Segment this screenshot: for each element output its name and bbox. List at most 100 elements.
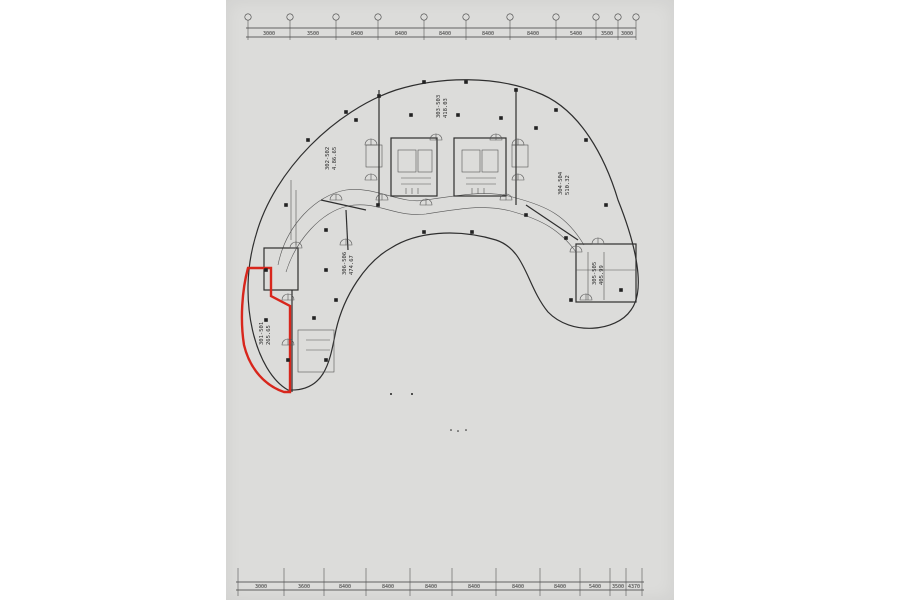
door-swing-icon	[339, 238, 353, 246]
door-swing-icon	[429, 133, 443, 141]
building-outline	[247, 79, 639, 391]
top-dimension-label: 3500	[601, 31, 613, 37]
top-dimension-label: 8400	[482, 31, 494, 37]
column-icon	[377, 94, 381, 98]
door-swing-icon	[419, 198, 433, 206]
room-labels: 302-502 4.86.65 303-503 418.03 304-504 5…	[259, 95, 605, 345]
column-icon	[554, 108, 558, 112]
column-icon	[564, 236, 568, 240]
column-icon	[376, 203, 380, 207]
column-icon	[569, 298, 573, 302]
grid-bubble-icon	[506, 13, 514, 21]
column-icon	[344, 110, 348, 114]
top-dimension-label: 8400	[439, 31, 451, 37]
room-304-504-id: 304-504	[558, 171, 564, 195]
column-icon	[409, 113, 413, 117]
top-dimension-label: 5400	[570, 31, 582, 37]
column-icon	[524, 213, 528, 217]
room-302-502-area: 4.86.65	[332, 147, 338, 170]
bottom-dimension-label: 5400	[589, 584, 601, 590]
partition-walls	[263, 88, 637, 392]
column-icon	[306, 138, 310, 142]
room-306-506-id: 306-506	[342, 252, 348, 275]
column-icon	[464, 80, 468, 84]
floor-plan-drawing: 3000 3500 8400 8400 8400 8400 8400 5400 3500 3000…	[236, 13, 644, 596]
column-icon	[619, 288, 623, 292]
door-swings	[281, 133, 605, 346]
room-303-503-id: 303-503	[436, 95, 442, 118]
elevator-stair-core	[365, 137, 529, 197]
column-icon	[499, 116, 503, 120]
grid-bubble-icon	[374, 13, 382, 21]
column-icon	[284, 203, 288, 207]
bottom-dimension-label: 8400	[425, 584, 437, 590]
column-icon	[324, 358, 328, 362]
bottom-dimension-label: 3600	[298, 584, 310, 590]
door-swing-icon	[281, 338, 295, 346]
bottom-dimension-label: 3000	[255, 584, 267, 590]
stair-icon	[405, 188, 485, 194]
door-swing-icon	[499, 193, 513, 201]
column-icon	[470, 230, 474, 234]
column-icon	[534, 126, 538, 130]
column-icon	[604, 203, 608, 207]
column-icon	[324, 268, 328, 272]
room-305-505-area: 405.99	[599, 265, 605, 285]
door-swing-icon	[281, 293, 295, 301]
column-icon	[422, 230, 426, 234]
structural-columns	[264, 80, 623, 362]
column-icon	[456, 113, 460, 117]
bottom-dimension-label: 3500	[612, 584, 624, 590]
top-dimension-label: 8400	[395, 31, 407, 37]
floor-plan-sheet: 3000 3500 8400 8400 8400 8400 8400 5400 3500 3000…	[226, 0, 674, 600]
room-301-501-area: 265.65	[266, 325, 272, 345]
bottom-dimension-label: 4370	[628, 584, 640, 590]
door-swing-icon	[511, 138, 525, 146]
grid-bubble-icon	[592, 13, 600, 21]
door-swing-icon	[364, 138, 378, 146]
grid-bubble-icon	[462, 13, 470, 21]
grid-bubble-icon	[244, 13, 252, 21]
grid-bubble-icon	[332, 13, 340, 21]
door-swing-icon	[591, 237, 605, 245]
bottom-dimension-label: 8400	[512, 584, 524, 590]
column-icon	[312, 316, 316, 320]
door-swing-icon	[579, 293, 593, 301]
door-swing-icon	[569, 245, 583, 253]
column-icon	[422, 80, 426, 84]
column-icon	[264, 268, 268, 272]
column-icon	[584, 138, 588, 142]
top-dimension-label: 3000	[621, 31, 633, 37]
top-dimension-label: 3500	[307, 31, 319, 37]
column-icon	[354, 118, 358, 122]
grid-bubble-icon	[286, 13, 294, 21]
grid-bubble-icon	[552, 13, 560, 21]
door-swing-icon	[329, 193, 343, 201]
highlighted-unit-boundary	[240, 266, 292, 394]
grid-bubble-icon	[420, 13, 428, 21]
column-icon	[514, 88, 518, 92]
grid-bubble-icon	[632, 13, 640, 21]
door-swing-icon	[289, 241, 303, 249]
room-302-502-id: 302-502	[325, 147, 331, 170]
column-icon	[286, 358, 290, 362]
column-icon	[334, 298, 338, 302]
column-icon	[264, 318, 268, 322]
bottom-dimension-label: 8400	[382, 584, 394, 590]
top-dimension-label: 8400	[351, 31, 363, 37]
grid-bubble-icon	[614, 13, 622, 21]
door-swing-icon	[511, 173, 525, 181]
column-icon	[324, 228, 328, 232]
room-306-506-area: 474.67	[349, 255, 355, 275]
door-swing-icon	[489, 133, 503, 141]
door-swing-icon	[364, 173, 378, 181]
door-swing-icon	[375, 193, 389, 201]
bottom-dimension-label: 8400	[554, 584, 566, 590]
room-305-505-id: 305-505	[592, 262, 598, 285]
room-303-503-area: 418.03	[443, 98, 449, 118]
top-dimension-label: 3000	[263, 31, 275, 37]
room-304-504-area: 510.32	[565, 175, 571, 195]
